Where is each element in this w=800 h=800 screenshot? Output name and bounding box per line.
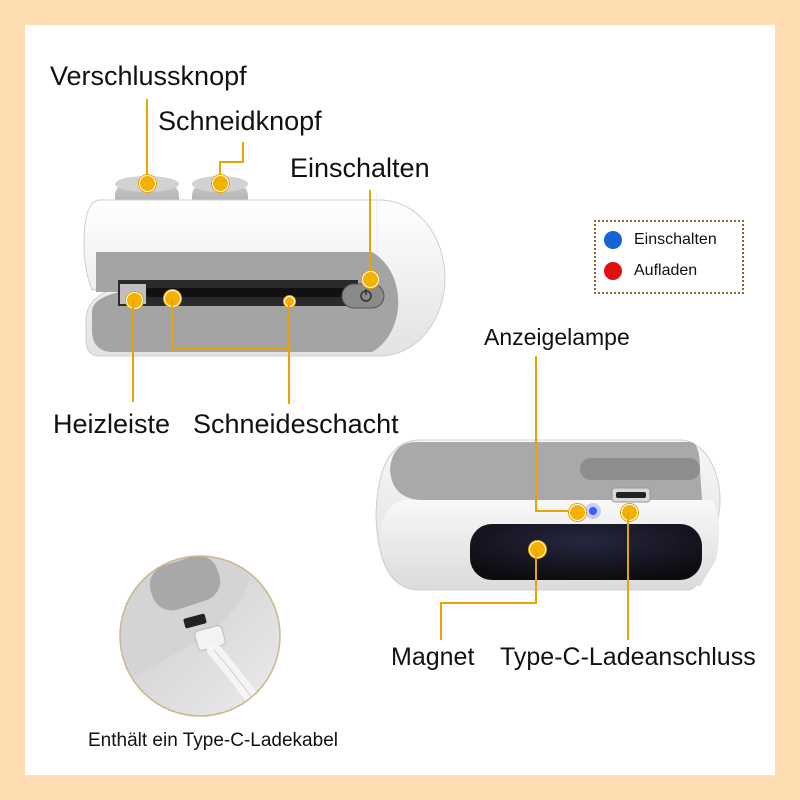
callout-line-magnet-v xyxy=(535,548,537,604)
callout-line-cutting-button-v2 xyxy=(219,161,221,179)
callout-dot-indicator-lamp xyxy=(569,504,586,521)
callout-line-cutting-button-h xyxy=(219,161,244,163)
label-power-on: Einschalten xyxy=(290,153,430,183)
label-closing-button: Verschlussknopf xyxy=(50,61,247,91)
label-heating-bar: Heizleiste xyxy=(53,409,171,439)
label-charging-port: Type-C-Ladeanschluss xyxy=(500,643,756,671)
callout-dot-cutting-button xyxy=(212,175,229,192)
callout-line-cutting-slot xyxy=(288,302,290,404)
callout-line-magnet-h xyxy=(440,602,537,604)
label-indicator-lamp: Anzeigelampe xyxy=(484,324,630,350)
callout-line-indicator-lamp-h xyxy=(535,510,575,512)
label-magnet: Magnet xyxy=(391,643,475,671)
legend-item-charging: Aufladen xyxy=(604,262,697,280)
legend-item-power-on: Einschalten xyxy=(604,231,717,249)
blue-dot-icon xyxy=(604,231,622,249)
callout-dot-charging-port xyxy=(621,504,638,521)
callout-line-closing-button xyxy=(146,99,148,181)
callout-line-cutting-button-v1 xyxy=(242,142,244,162)
callout-line-heating-bar-2-v xyxy=(171,298,173,350)
callout-line-indicator-lamp-v xyxy=(535,356,537,512)
caption-cable-included: Enthält ein Type-C-Ladekabel xyxy=(88,730,338,751)
callout-line-heating-bar xyxy=(132,300,134,402)
callout-dot-closing-button xyxy=(139,175,156,192)
callout-dot-magnet xyxy=(529,541,546,558)
callout-line-charging-port xyxy=(627,512,629,640)
label-cutting-button: Schneidknopf xyxy=(158,106,322,136)
led-legend: Einschalten Aufladen xyxy=(594,220,744,294)
label-cutting-slot: Schneideschacht xyxy=(193,409,399,439)
callout-line-magnet-v2 xyxy=(440,602,442,640)
callout-dot-heating-bar xyxy=(126,292,143,309)
red-dot-icon xyxy=(604,262,622,280)
callout-dot-power-on xyxy=(362,271,379,288)
callout-line-power-on xyxy=(369,190,371,274)
callout-line-heating-bar-2-h xyxy=(171,348,291,350)
